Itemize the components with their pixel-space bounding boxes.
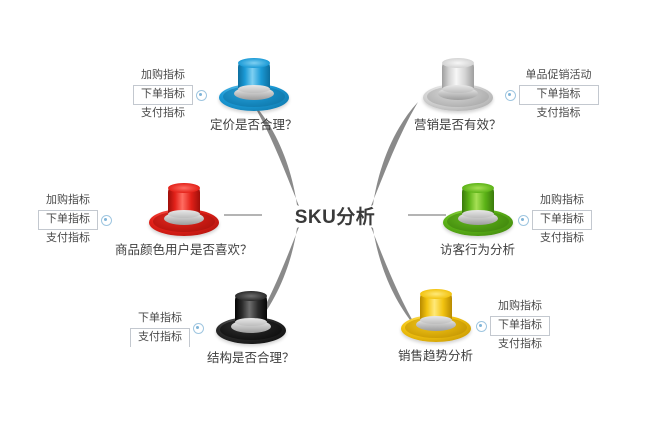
branch-visitor-behavior[interactable]: 访客行为分析 加购指标 下单指标 支付指标 [440, 182, 593, 258]
center-node[interactable]: SKU分析 [262, 198, 408, 232]
branch-sales-trend[interactable]: 销售趋势分析 加购指标 下单指标 支付指标 [398, 288, 551, 364]
connector-knob-icon [504, 89, 516, 101]
indicator-item[interactable]: 下单指标 [38, 211, 98, 230]
branch-title: 结构是否合理？ [207, 351, 295, 365]
tophat-icon-sales-trend [399, 288, 473, 344]
tophat-icon-visitor-behavior [441, 182, 515, 238]
indicator-item[interactable]: 下单指标 [532, 211, 593, 230]
branch-marketing[interactable]: 营销是否有效？ 单品促销活动 下单指标 支付指标 [414, 57, 599, 133]
indicator-item[interactable]: 单品促销活动 [518, 67, 599, 86]
branch-title: 定价是否合理？ [210, 118, 298, 132]
tophat-icon-color-preference [147, 182, 221, 238]
tophat-icon-structure [214, 290, 288, 346]
indicator-item[interactable]: 下单指标 [133, 86, 193, 105]
indicator-item[interactable]: 支付指标 [130, 328, 190, 347]
connector-knob-icon [193, 322, 204, 334]
connector-knob-icon [476, 320, 488, 332]
connector-knob-icon [518, 214, 530, 226]
indicator-item[interactable]: 支付指标 [536, 107, 581, 119]
connector-knob-icon [101, 214, 112, 226]
branch-structure[interactable]: 下单指标 支付指标 结构是否合理？ [130, 290, 295, 366]
indicator-list-pricing: 加购指标 下单指标 支付指标 [133, 67, 193, 123]
branch-title: 商品颜色用户是否喜欢？ [115, 243, 253, 257]
indicator-item[interactable]: 加购指标 [532, 192, 593, 211]
branch-title: 销售趋势分析 [398, 349, 474, 363]
indicator-item[interactable]: 下单指标 [518, 86, 599, 105]
connector-knob-icon [196, 89, 207, 101]
indicator-item[interactable]: 下单指标 [130, 310, 190, 329]
tophat-icon-marketing [421, 57, 495, 113]
indicator-item[interactable]: 支付指标 [141, 107, 185, 119]
indicator-item[interactable]: 下单指标 [490, 317, 551, 336]
branch-pricing[interactable]: 加购指标 下单指标 支付指标 定价是否合理？ [133, 57, 298, 133]
indicator-list-sales-trend: 加购指标 下单指标 支付指标 [490, 298, 551, 354]
branch-title: 访客行为分析 [440, 243, 516, 257]
indicator-list-color-preference: 加购指标 下单指标 支付指标 [38, 192, 98, 248]
indicator-item[interactable]: 加购指标 [38, 192, 98, 211]
indicator-list-marketing: 单品促销活动 下单指标 支付指标 [518, 67, 599, 123]
indicator-item[interactable]: 支付指标 [540, 232, 585, 244]
tophat-icon-pricing [217, 57, 291, 113]
indicator-item[interactable]: 加购指标 [133, 67, 193, 86]
indicator-list-structure: 下单指标 支付指标 [130, 310, 190, 347]
indicator-item[interactable]: 加购指标 [490, 298, 551, 317]
branch-color-preference[interactable]: 加购指标 下单指标 支付指标 商品颜色用户是否喜欢？ [38, 182, 253, 258]
center-label: SKU分析 [294, 206, 376, 228]
indicator-item[interactable]: 支付指标 [46, 232, 90, 244]
branch-title: 营销是否有效？ [414, 118, 502, 132]
indicator-item[interactable]: 支付指标 [498, 338, 543, 350]
indicator-list-visitor-behavior: 加购指标 下单指标 支付指标 [532, 192, 593, 248]
